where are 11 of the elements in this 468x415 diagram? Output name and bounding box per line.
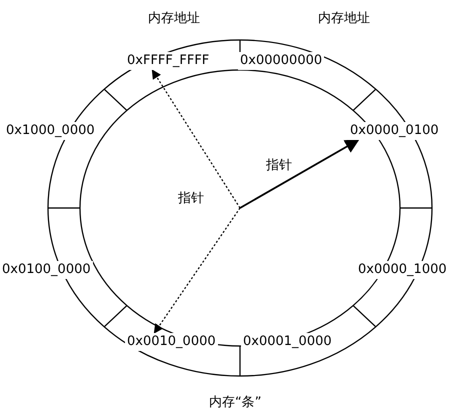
pointer-arrow (154, 208, 240, 334)
address-label: 0x0010_0000 (125, 333, 218, 351)
address-label: 0x0001_0000 (241, 333, 334, 351)
address-label: 0x0100_0000 (0, 261, 93, 279)
pointer-arrow (152, 69, 240, 208)
address-label: 0x0000_1000 (356, 261, 449, 279)
address-label: 0x1000_0000 (4, 122, 97, 140)
address-label: 0x0000_0100 (348, 122, 441, 140)
address-label: 0x00000000 (238, 52, 324, 70)
pointer-arrow (240, 139, 360, 209)
address-label: 0xFFFF_FFFF (125, 52, 212, 70)
